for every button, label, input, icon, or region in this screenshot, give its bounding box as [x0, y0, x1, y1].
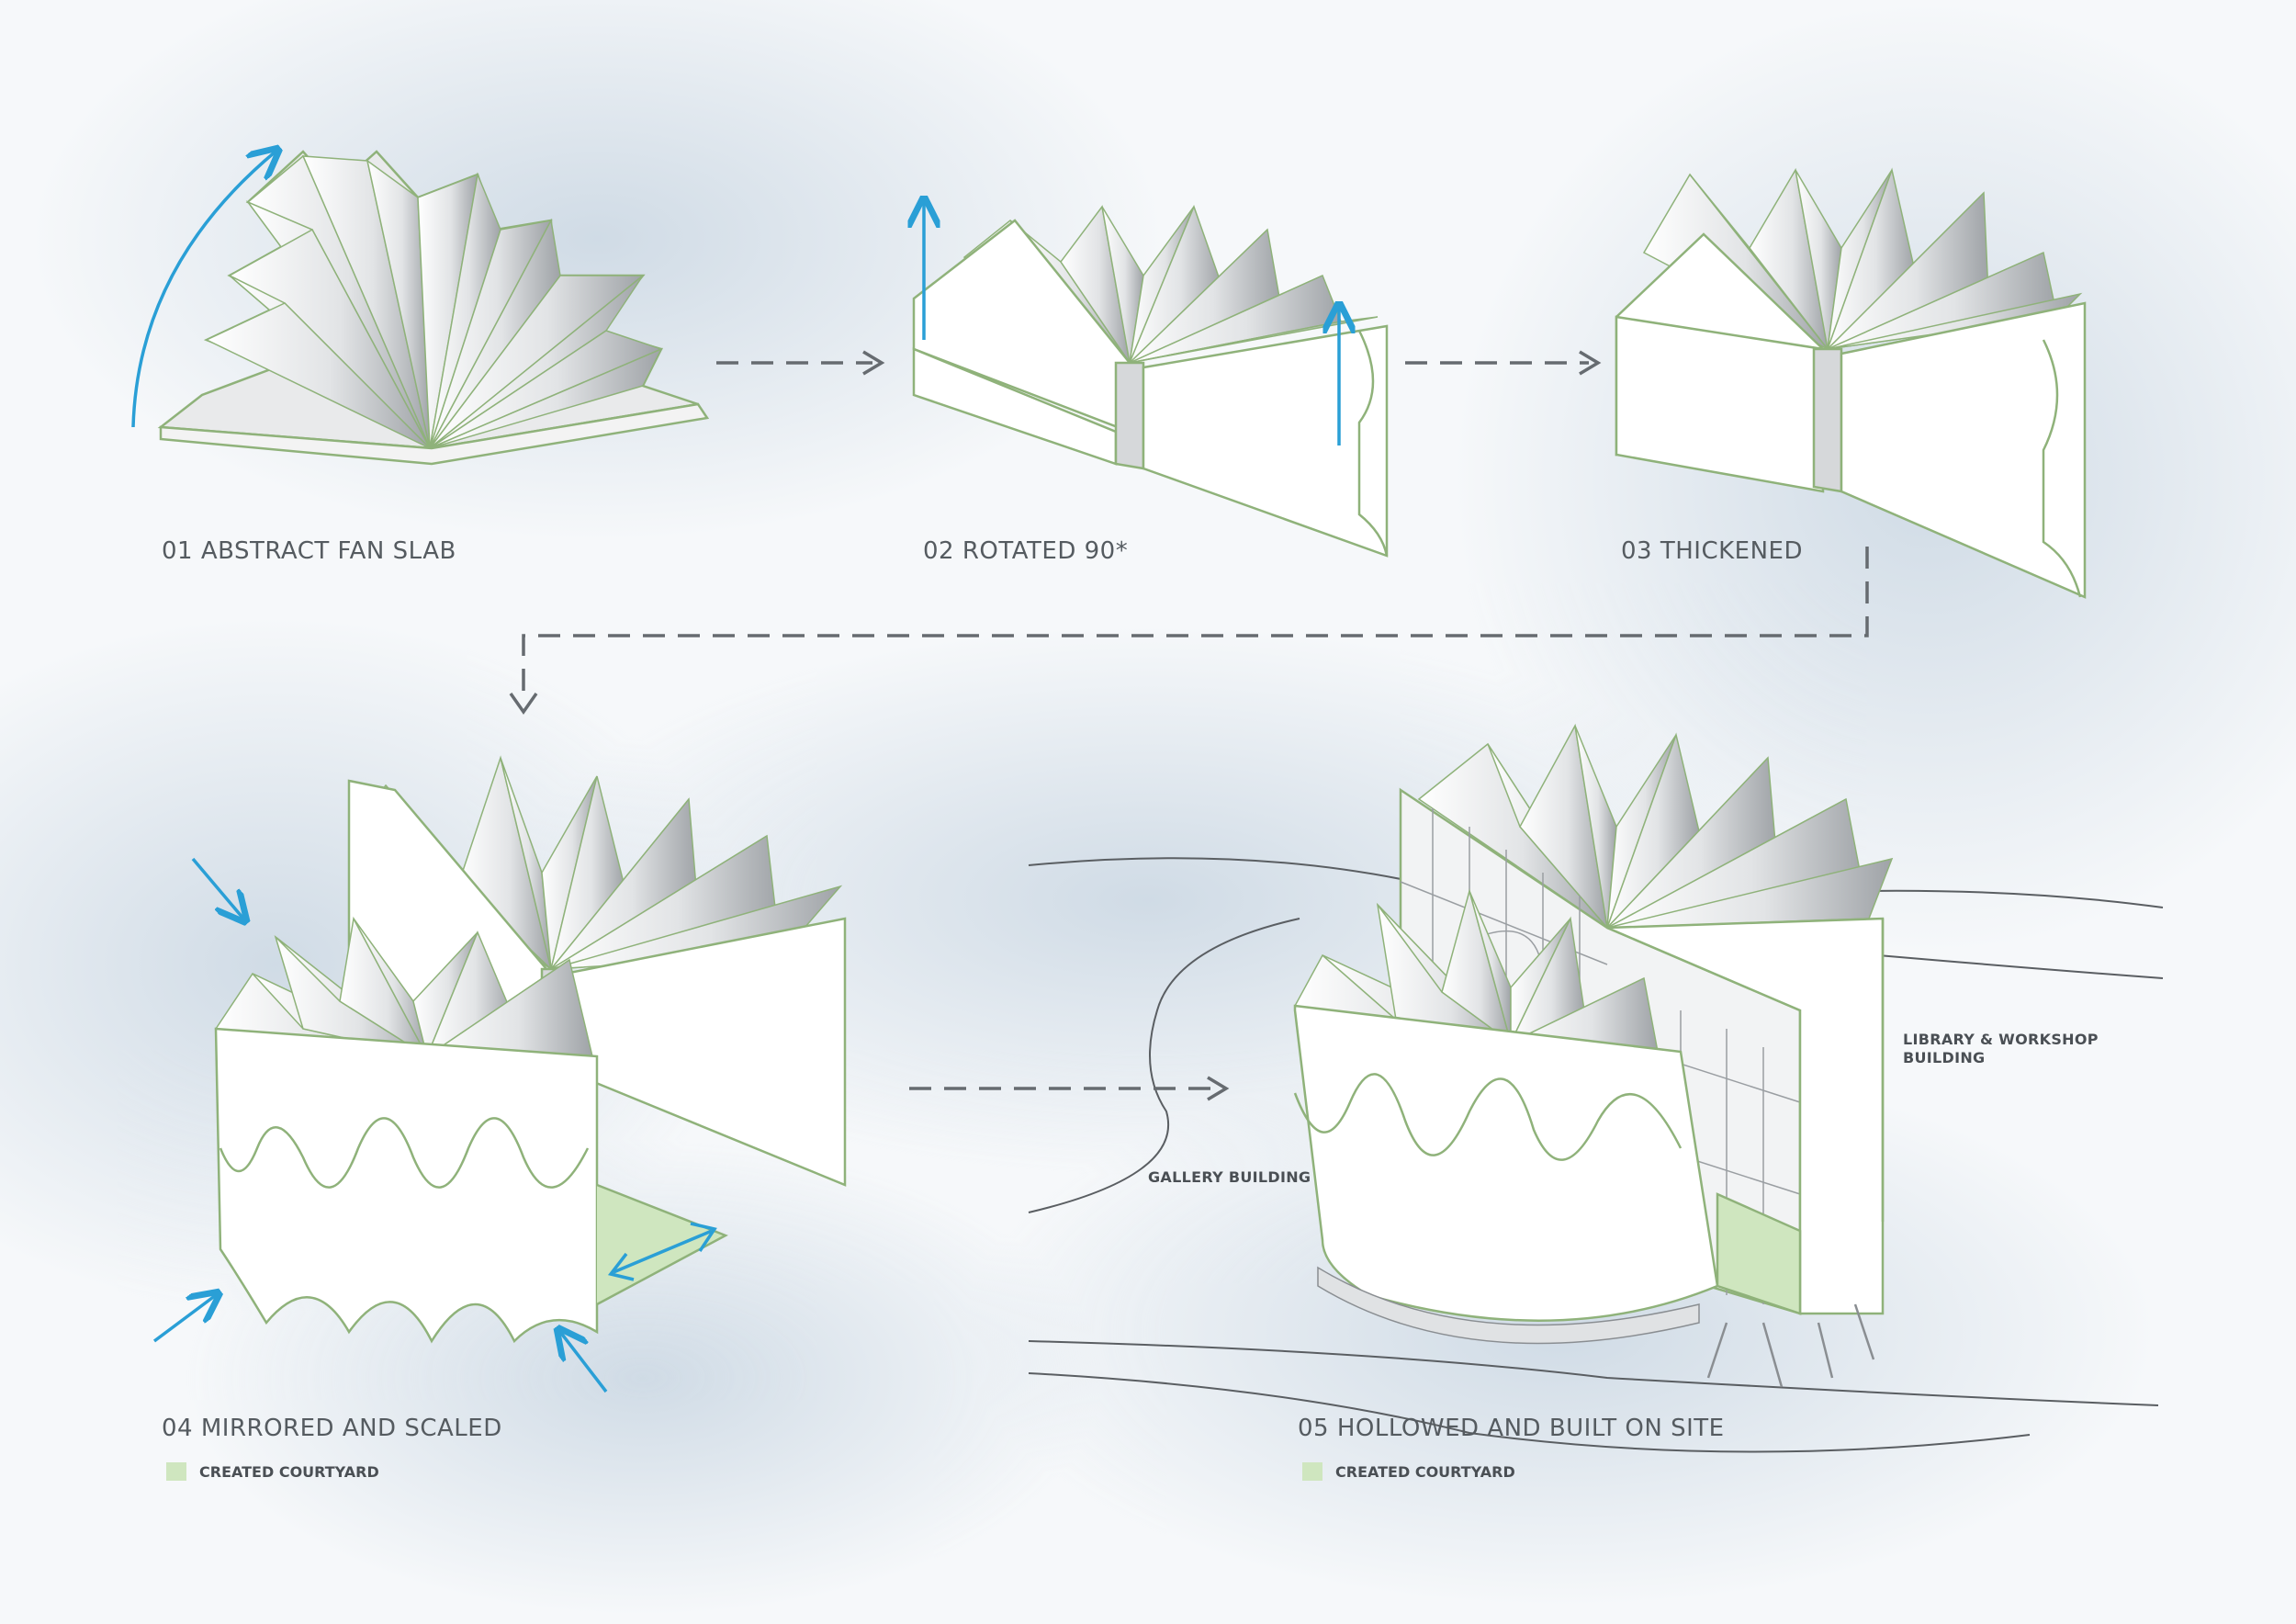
step-05-site — [1028, 723, 2164, 1453]
inward-arrow-bottom — [560, 1332, 608, 1393]
gallery-building-label: GALLERY BUILDING — [1148, 1168, 1311, 1186]
flow-arrows — [509, 350, 1869, 1101]
library-building-label: LIBRARY & WORKSHOP BUILDING — [1903, 1031, 2099, 1067]
inward-arrow-left — [152, 1295, 216, 1343]
courtyard-swatch — [166, 1462, 186, 1481]
step-04-label: 04 MIRRORED AND SCALED — [162, 1415, 502, 1442]
step-01-fan-slab — [157, 150, 710, 466]
step-03-label: 03 THICKENED — [1621, 537, 1803, 565]
step-04-mirrored — [214, 755, 847, 1344]
library-label-line1: LIBRARY & WORKSHOP — [1903, 1031, 2099, 1048]
step-02-rotated — [912, 204, 1389, 558]
inward-arrow-top — [191, 857, 243, 919]
step-01-label: 01 ABSTRACT FAN SLAB — [162, 537, 456, 565]
step-05-label: 05 HOLLOWED AND BUILT ON SITE — [1298, 1415, 1725, 1442]
library-label-line2: BUILDING — [1903, 1049, 1986, 1066]
courtyard-legend-05: CREATED COURTYARD — [1302, 1462, 1515, 1481]
courtyard-double-arrow — [607, 1222, 717, 1281]
step-03-thickened — [1615, 167, 2087, 599]
rotation-arrow — [131, 152, 276, 428]
courtyard-swatch — [1302, 1462, 1322, 1481]
courtyard-legend-text: CREATED COURTYARD — [1335, 1462, 1515, 1481]
courtyard-legend-text: CREATED COURTYARD — [199, 1462, 379, 1481]
step-02-label: 02 ROTATED 90* — [923, 537, 1129, 565]
courtyard-legend-04: CREATED COURTYARD — [166, 1462, 379, 1481]
